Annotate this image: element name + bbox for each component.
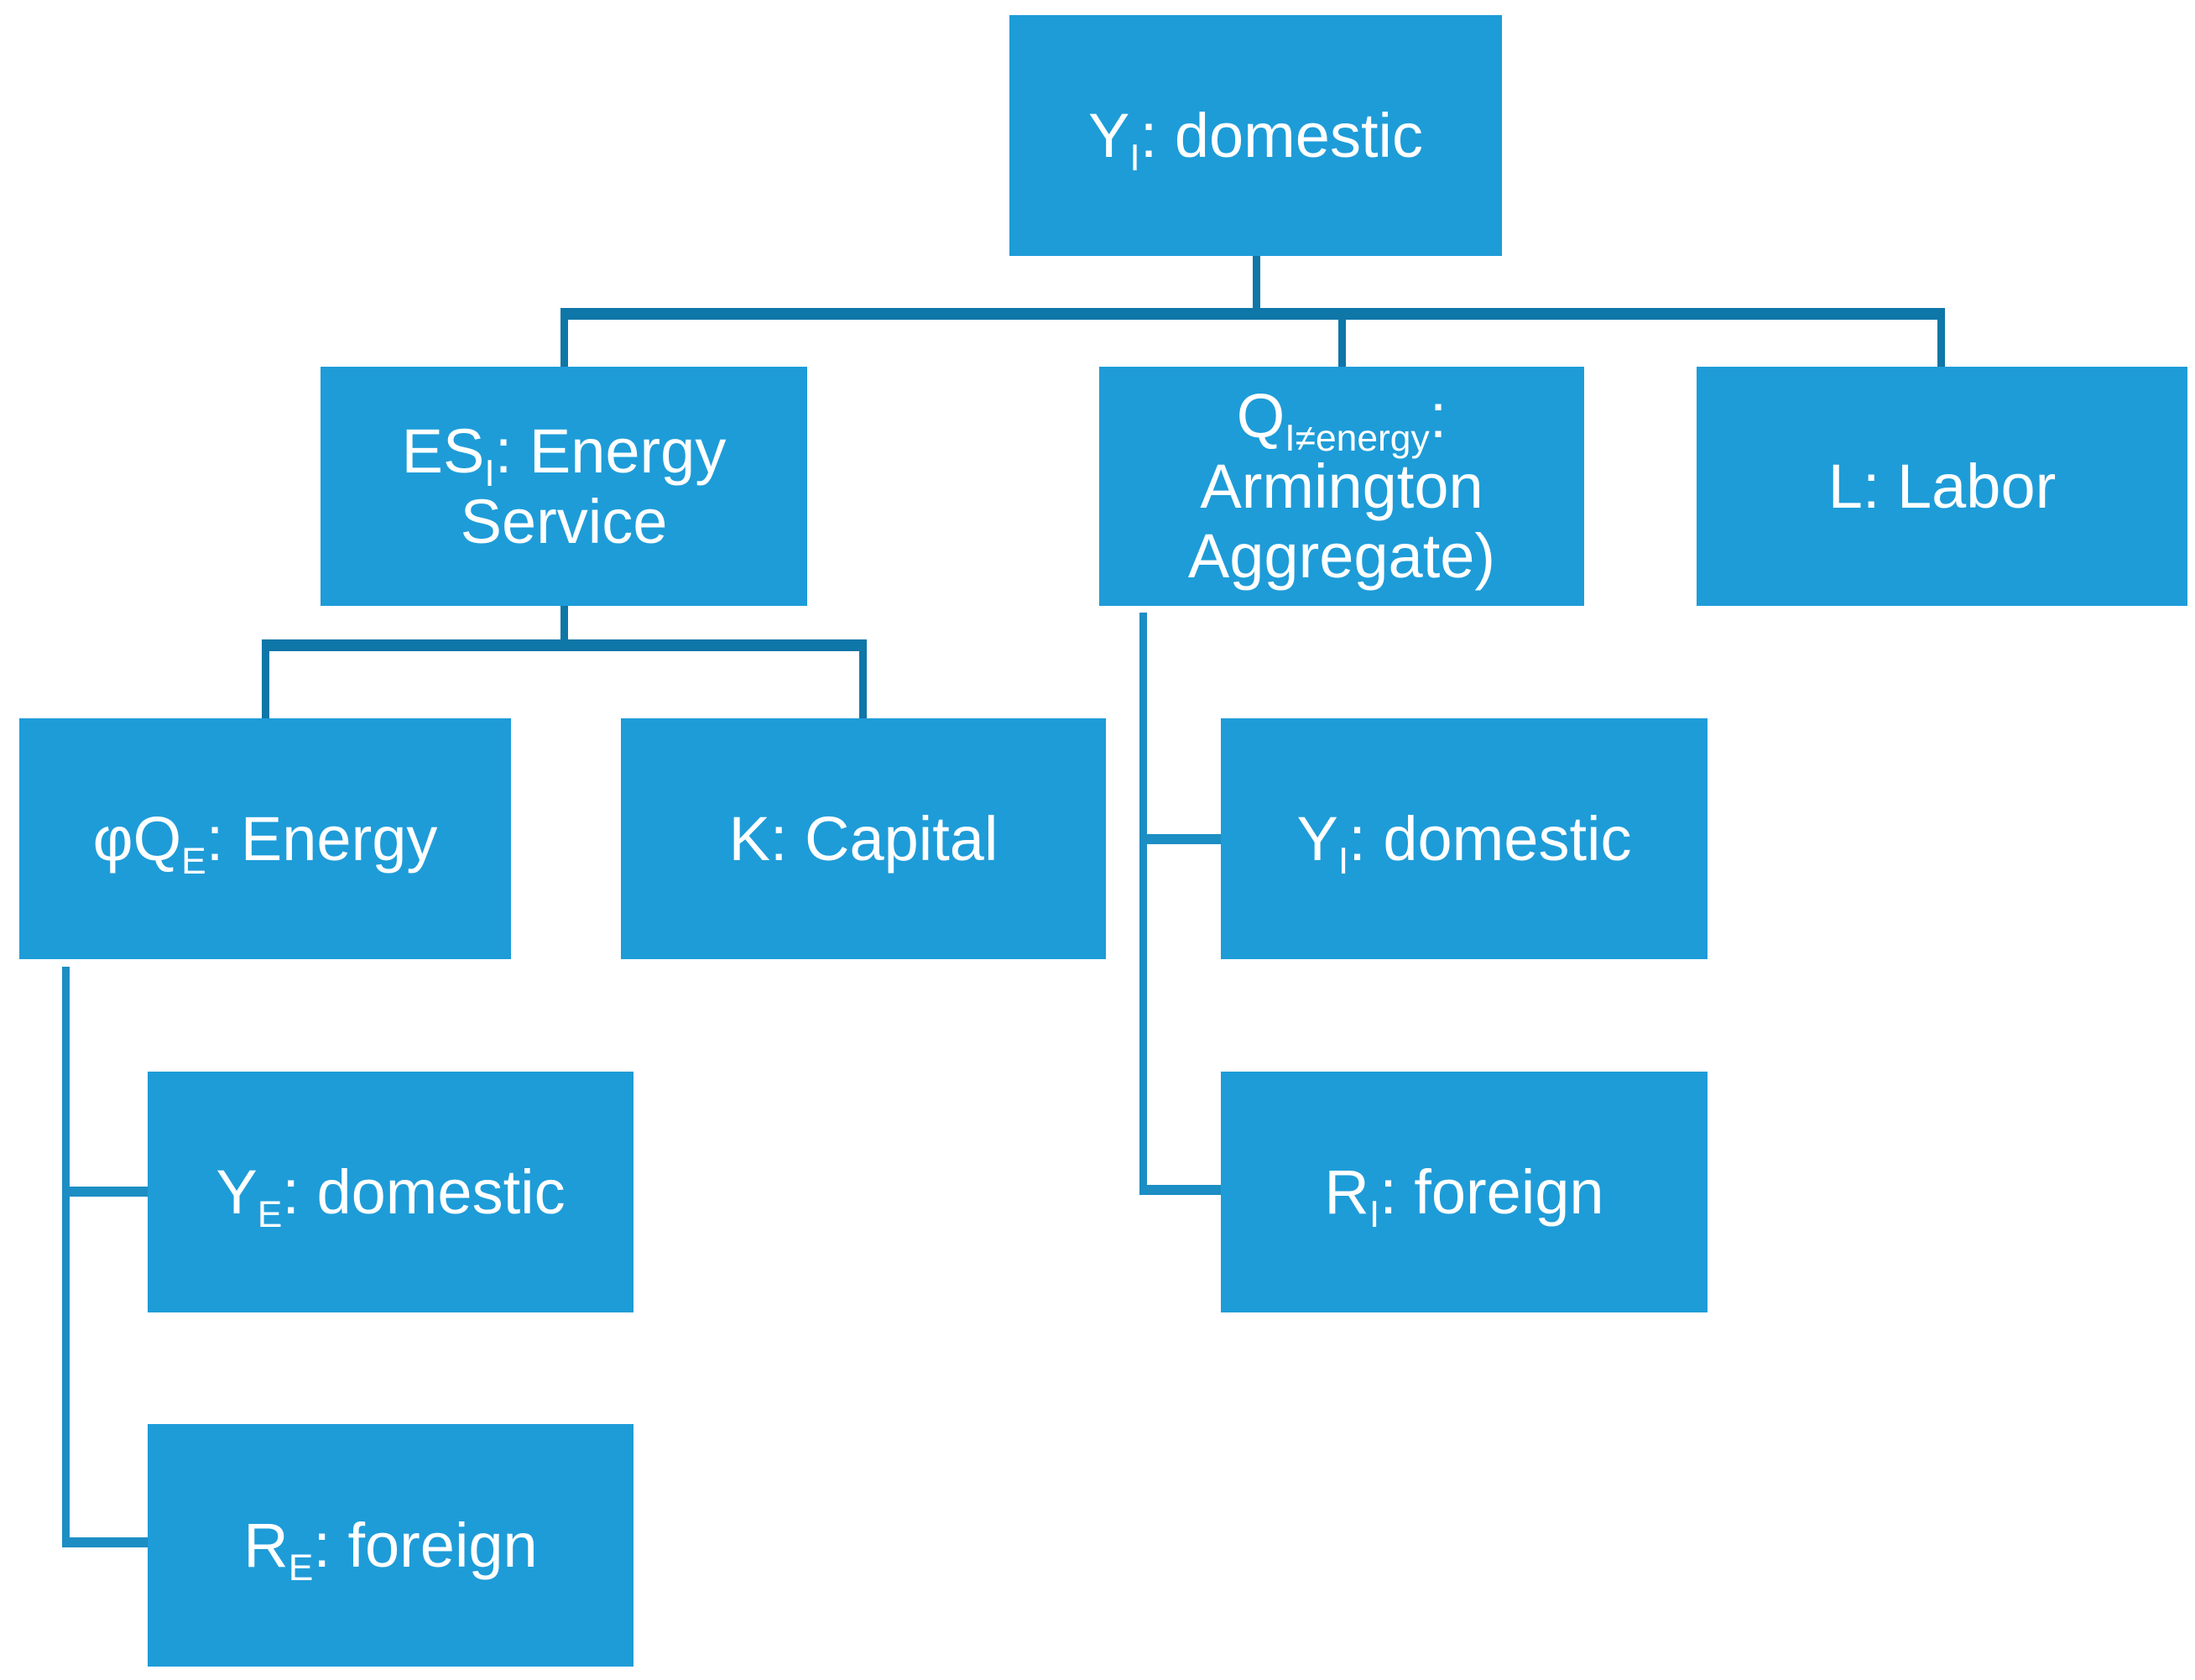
node-l-labor: L: Labor [1697, 367, 2187, 606]
node-label: L: Labor [1827, 451, 2057, 521]
node-k-capital: K: Capital [621, 718, 1106, 959]
node-re-foreign: RE: foreign [148, 1424, 633, 1667]
connector-energy-branch-stem [62, 967, 70, 1547]
connector-drop-capital [859, 651, 867, 718]
node-label: RE: foreign [243, 1510, 538, 1589]
connector-stub-ye-domestic [70, 1187, 148, 1197]
connector-armington-branch-stem [1139, 613, 1147, 1195]
node-ri-foreign: RI: foreign [1221, 1072, 1708, 1312]
node-label: φQE: Energy [92, 803, 438, 882]
node-label: RI: foreign [1324, 1156, 1604, 1235]
connector-es-stem [560, 606, 568, 643]
connector-level1-rail [560, 308, 1945, 320]
node-ye-domestic: YE: domestic [148, 1072, 633, 1312]
connector-drop-armington [1338, 320, 1346, 367]
node-label: YI: domestic [1088, 100, 1423, 179]
connector-root-stem [1253, 256, 1260, 311]
connector-stub-ri-foreign [1147, 1185, 1221, 1195]
node-phiqe-energy: φQE: Energy [19, 718, 511, 959]
node-label: YE: domestic [216, 1156, 566, 1235]
node-label: YI: domestic [1296, 803, 1632, 882]
connector-drop-energy-service [560, 320, 568, 367]
connector-drop-labor [1937, 320, 1945, 367]
node-label: K: Capital [728, 803, 998, 874]
connector-stub-yi-domestic [1147, 834, 1221, 844]
connector-drop-energy [262, 651, 269, 718]
node-yi-domestic: YI: domestic [1221, 718, 1708, 959]
node-root-yi-domestic: YI: domestic [1009, 15, 1502, 256]
connector-stub-re-foreign [70, 1537, 148, 1547]
connector-es-rail [262, 639, 867, 651]
